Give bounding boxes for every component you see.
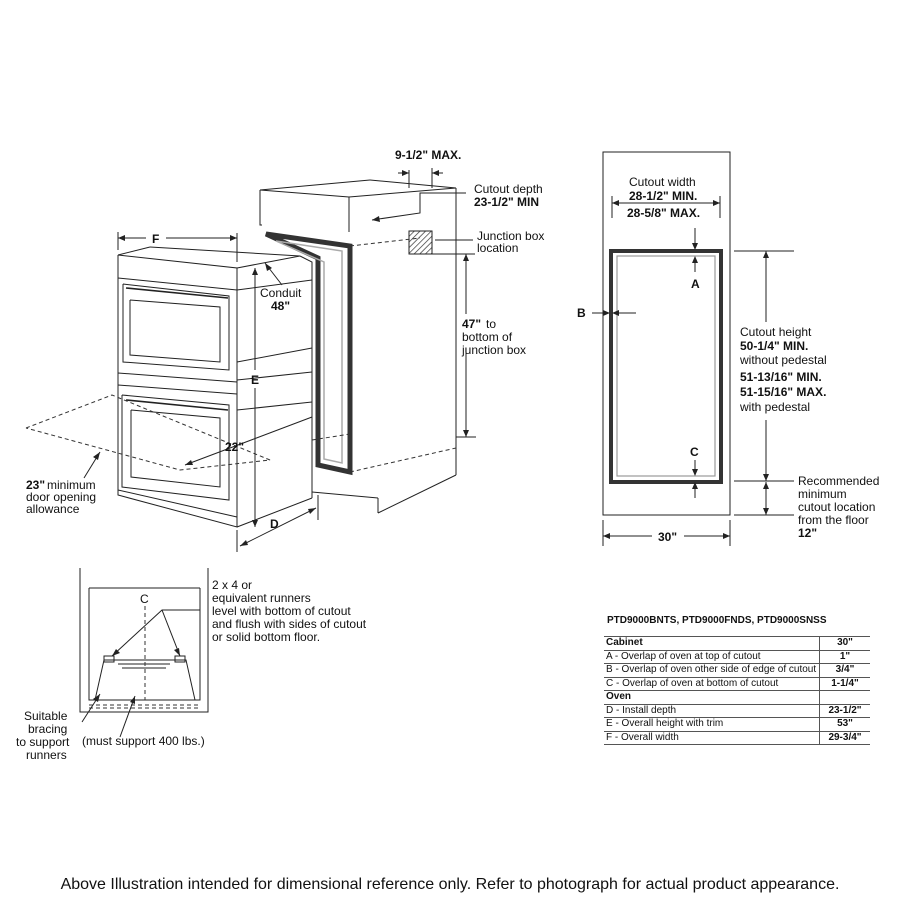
- spec-label: C - Overlap of oven at bottom of cutout: [604, 676, 820, 691]
- spec-value: 1": [819, 649, 870, 664]
- spec-row: Oven: [604, 690, 870, 704]
- spec-label: Oven: [604, 690, 820, 704]
- dim-b: B: [577, 306, 586, 320]
- runners-2: equivalent runners: [212, 591, 311, 605]
- dim-22: 22": [225, 440, 244, 454]
- spec-label: A - Overlap of oven at top of cutout: [604, 649, 820, 664]
- cutout-width-label: Cutout width: [629, 175, 696, 189]
- dim-30: 30": [658, 530, 677, 544]
- cutout-depth-value: 23-1/2" MIN: [474, 195, 539, 209]
- labels: 9-1/2" MAX. Cutout depth 23-1/2" MIN Jun…: [16, 148, 879, 762]
- recommended-5: 12": [798, 526, 817, 540]
- junction-label-1: Junction box: [477, 229, 544, 243]
- cutout-height-5: 51-15/16" MAX.: [740, 385, 826, 399]
- cutout-height-1: Cutout height: [740, 325, 812, 339]
- conduit-label: Conduit: [260, 286, 302, 300]
- cutout-height-3: without pedestal: [739, 353, 827, 367]
- dim-a: A: [691, 277, 700, 291]
- cutout-height-4: 51-13/16" MIN.: [740, 370, 822, 384]
- dim-d: D: [270, 517, 279, 531]
- conduit-value: 48": [271, 299, 290, 313]
- bracing-1: Suitable: [24, 709, 68, 723]
- must-support: (must support 400 lbs.): [82, 734, 205, 748]
- h47-value: 47": [462, 317, 481, 331]
- max-label: 9-1/2" MAX.: [395, 148, 461, 162]
- spec-value: 30": [819, 636, 870, 650]
- runners-1: 2 x 4 or: [212, 578, 252, 592]
- dimension-lines: [83, 168, 476, 552]
- bracing-2: bracing: [28, 722, 67, 736]
- runners-3: level with bottom of cutout: [212, 604, 351, 618]
- cutout-height-2: 50-1/4" MIN.: [740, 339, 808, 353]
- dim-c: C: [690, 445, 699, 459]
- recommended-4: from the floor: [798, 513, 869, 527]
- cutout-width-min: 28-1/2" MIN.: [629, 189, 697, 203]
- junction-box: [408, 230, 433, 255]
- dim-e: E: [251, 373, 259, 387]
- spec-value: [819, 690, 870, 704]
- runner-detail: [79, 568, 209, 738]
- spec-label: F - Overall width: [604, 730, 820, 745]
- disclaimer: Above Illustration intended for dimensio…: [60, 876, 840, 893]
- spec-label: B - Overlap of oven other side of edge o…: [604, 663, 820, 677]
- cabinet-drawing: [259, 179, 457, 514]
- spec-value: 23-1/2": [819, 703, 870, 718]
- h47-to: to: [486, 317, 496, 331]
- junction-label-2: location: [477, 241, 518, 255]
- runners-5: or solid bottom floor.: [212, 630, 320, 644]
- h47-label-2: bottom of: [462, 330, 513, 344]
- cutout-width-max: 28-5/8" MAX.: [627, 206, 700, 220]
- dim-f: F: [152, 232, 159, 246]
- bracing-4: runners: [26, 748, 67, 762]
- double-oven-drawing: [117, 246, 313, 528]
- recommended-1: Recommended: [798, 474, 879, 488]
- allowance-label-3: allowance: [26, 502, 80, 516]
- spec-value: 1-1/4": [819, 676, 870, 691]
- model-numbers: PTD9000BNTS, PTD9000FNDS, PTD9000SNSS: [607, 615, 827, 626]
- door-allowance-outline: [25, 394, 271, 471]
- spec-value: 3/4": [819, 663, 870, 677]
- spec-value: 29-3/4": [819, 730, 870, 745]
- cutout-elevation: [592, 151, 794, 546]
- spec-label: D - Install depth: [604, 703, 820, 718]
- allowance-value: 23": [26, 478, 45, 492]
- spec-label: E - Overall height with trim: [604, 717, 820, 731]
- spec-row: B - Overlap of oven other side of edge o…: [604, 663, 870, 677]
- spec-value: 53": [819, 717, 870, 731]
- cutout-depth-label: Cutout depth: [474, 182, 543, 196]
- h47-label-3: junction box: [461, 343, 526, 357]
- allowance-label-2: door opening: [26, 490, 96, 504]
- bracing-3: to support: [16, 735, 70, 749]
- centerline-label: C: [140, 592, 149, 606]
- runners-4: and flush with sides of cutout: [212, 617, 367, 631]
- spec-label: Cabinet: [604, 636, 820, 650]
- cutout-height-6: with pedestal: [739, 400, 810, 414]
- recommended-2: minimum: [798, 487, 847, 501]
- allowance-label-1: minimum: [47, 478, 96, 492]
- recommended-3: cutout location: [798, 500, 875, 514]
